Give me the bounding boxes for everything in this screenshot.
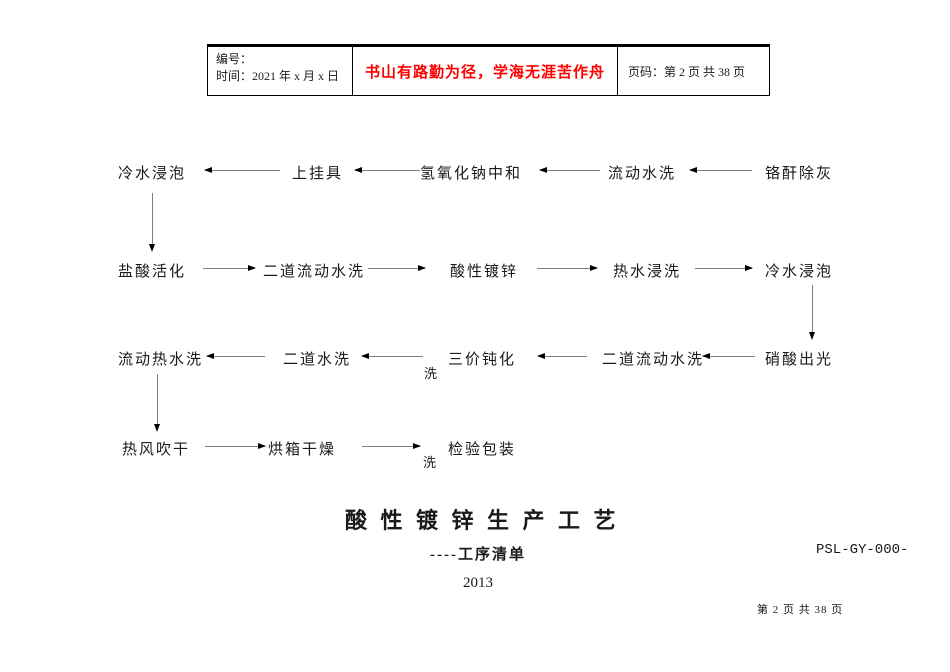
flow-node: 盐酸活化 [118, 264, 187, 280]
document-year: 2013 [463, 575, 493, 591]
page-subtitle: ----工序清单 [430, 547, 526, 563]
stray-char: 洗 [423, 455, 437, 470]
arrow-down-icon [149, 193, 155, 252]
flow-node: 检验包装 [448, 442, 517, 458]
page-title: 酸 性 镀 锌 生 产 工 艺 [345, 508, 617, 533]
arrow-right-icon [203, 265, 256, 271]
flow-node: 二道流动水洗 [263, 264, 366, 280]
header-page-label: 页码：第 2 页 共 38 页 [617, 47, 770, 95]
header-table: 编号： 时间：2021 年 x 月 x 日 书山有路勤为径，学海无涯苦作舟 页码… [207, 44, 770, 96]
arrow-right-icon [695, 265, 753, 271]
document-code: PSL-GY-000- [816, 542, 909, 558]
header-time-label: 时间：2021 年 x 月 x 日 [216, 69, 340, 83]
arrow-left-icon [537, 353, 587, 359]
stray-char: 洗 [424, 366, 438, 381]
header-number-label: 编号： [216, 52, 253, 66]
arrow-left-icon [354, 167, 420, 173]
flow-node: 热水浸洗 [613, 264, 682, 280]
flow-node: 三价钝化 [448, 352, 517, 368]
flow-node: 铬酐除灰 [765, 166, 834, 182]
flow-node: 冷水浸泡 [118, 166, 187, 182]
arrow-left-icon [204, 167, 280, 173]
flow-node: 冷水浸泡 [765, 264, 834, 280]
arrow-left-icon [539, 167, 600, 173]
flow-node: 氢氧化钠中和 [420, 166, 523, 182]
flow-node: 流动水洗 [608, 166, 677, 182]
flow-node: 酸性镀锌 [450, 264, 519, 280]
flow-node: 二道水洗 [283, 352, 352, 368]
flow-node: 二道流动水洗 [602, 352, 705, 368]
arrow-right-icon [362, 443, 421, 449]
flow-node: 硝酸出光 [765, 352, 834, 368]
footer-page-number: 第 2 页 共 38 页 [757, 604, 844, 616]
flow-node: 烘箱干燥 [268, 442, 337, 458]
arrow-left-icon [361, 353, 423, 359]
arrow-left-icon [702, 353, 755, 359]
arrow-right-icon [537, 265, 598, 271]
header-cell-meta: 编号： 时间：2021 年 x 月 x 日 [207, 47, 352, 95]
flow-node: 流动热水洗 [118, 352, 204, 368]
arrow-left-icon [206, 353, 265, 359]
arrow-right-icon [205, 443, 266, 449]
header-motto: 书山有路勤为径，学海无涯苦作舟 [352, 47, 617, 95]
flow-node: 热风吹干 [122, 442, 191, 458]
arrow-right-icon [368, 265, 426, 271]
arrow-left-icon [689, 167, 752, 173]
arrow-down-icon [154, 374, 160, 432]
arrow-down-icon [809, 285, 815, 340]
flow-node: 上挂具 [292, 166, 344, 182]
